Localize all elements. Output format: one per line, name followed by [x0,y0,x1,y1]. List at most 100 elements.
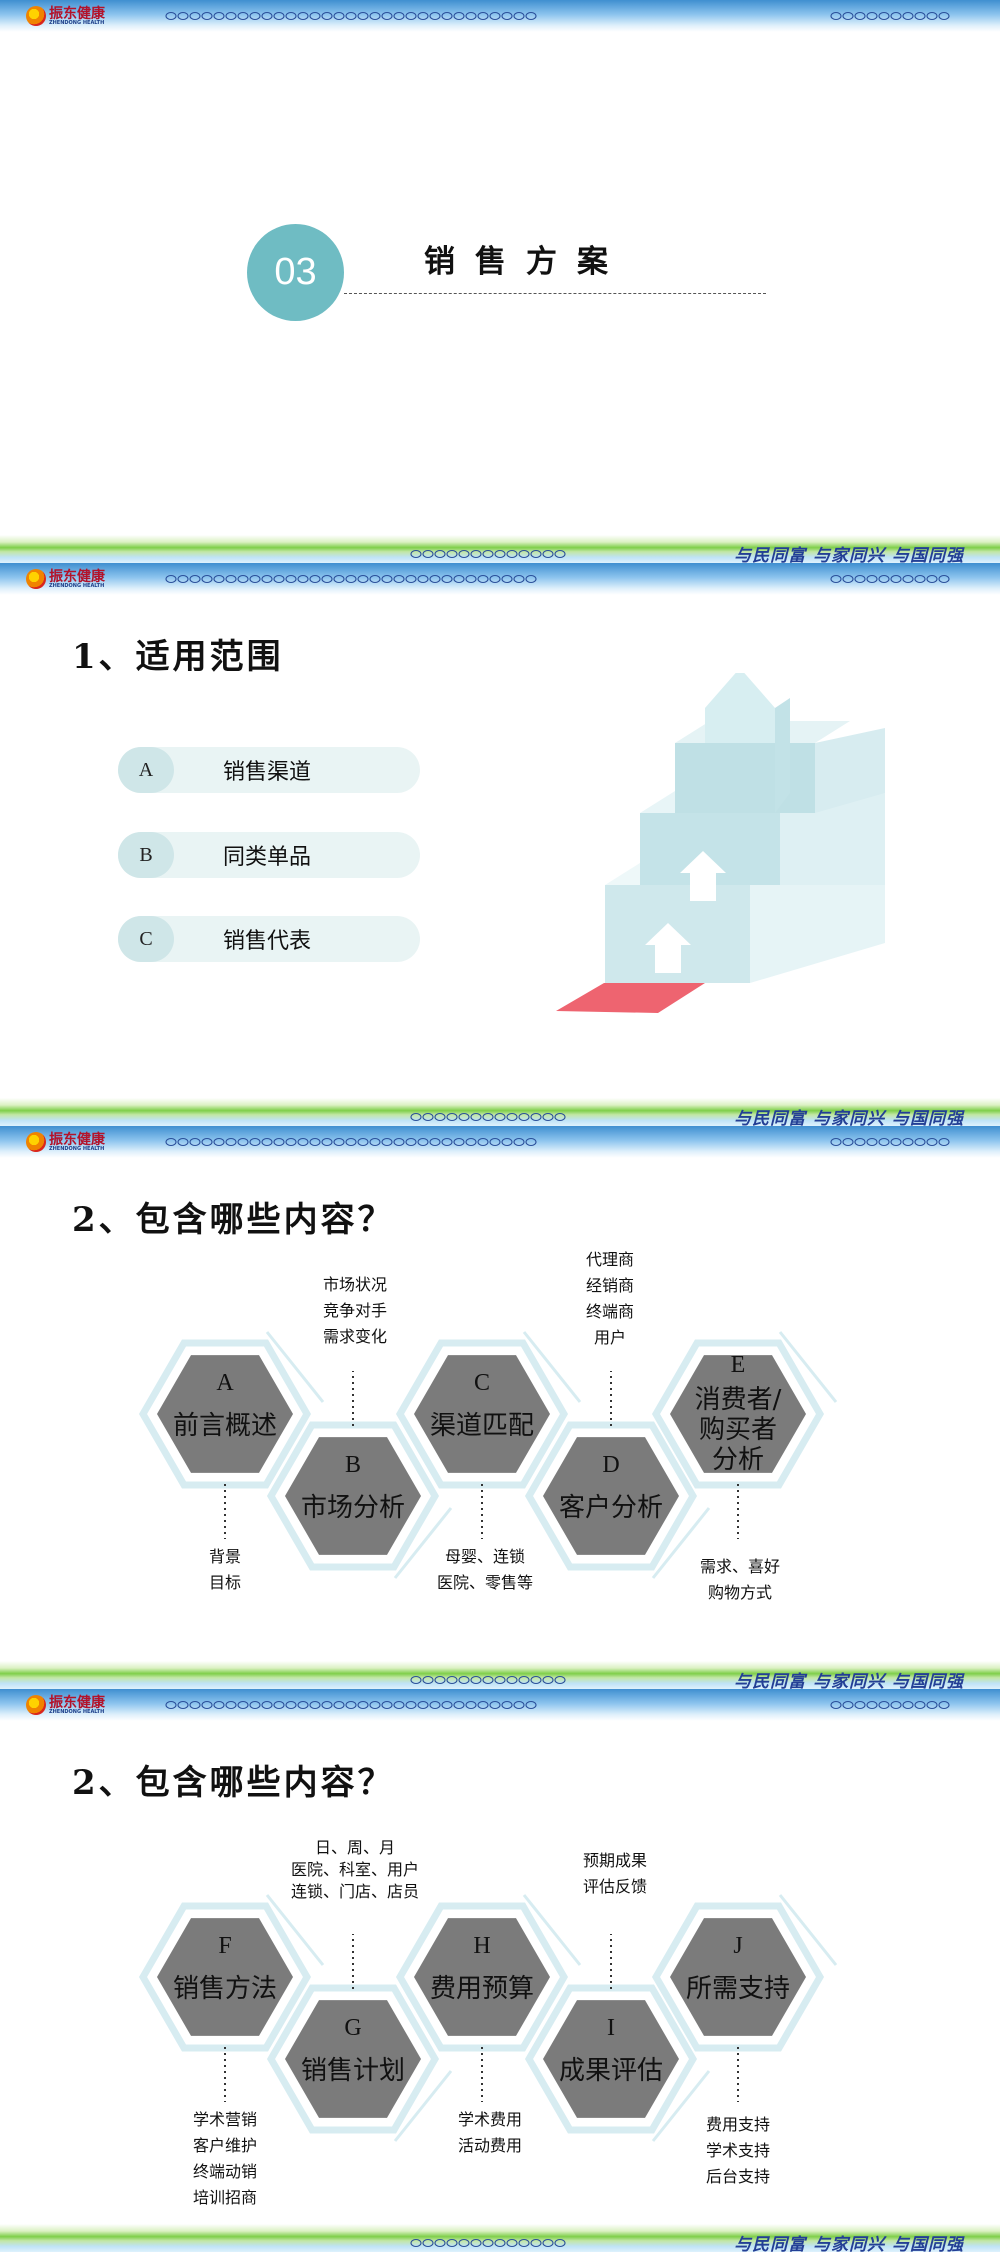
hex-label: 前言概述 [173,1411,277,1441]
note-line: 日、周、月 [314,1838,395,1857]
footer-band: 与民同富 与家同兴 与国同强 [0,1098,1000,1126]
note-line: 背景 [208,1547,241,1566]
note-line: 终端动销 [192,2162,257,2181]
scope-item: C 销售代表 [118,916,420,962]
chain-decoration-icon [830,11,950,21]
connector-line [651,2070,711,2142]
section-divider [344,293,766,294]
hex-letter: C [474,1370,490,1396]
hex-label: 所需支持 [686,1974,790,2004]
chain-decoration-icon [410,1112,566,1122]
note-line: 需求、喜好 [699,1557,780,1576]
scope-item-label: 同类单品 [222,845,311,870]
note-line: 目标 [208,1573,241,1592]
note-h: 学术费用活动费用 [435,2107,545,2159]
footer-band: 与民同富 与家同兴 与国同强 [0,1661,1000,1689]
connector-line [393,1507,453,1579]
hex-fill [543,2000,679,2118]
note-f: 学术营销客户维护终端动销培训招商 [170,2107,280,2211]
note-line: 医院、科室、用户 [290,1860,419,1879]
scope-item-label: 销售渠道 [222,760,311,785]
footer-slogan: 与民同富 与家同兴 与国同强 [734,1109,964,1126]
chain-decoration-icon [410,549,566,559]
chain-decoration-icon [410,2238,566,2248]
note-b: 市场状况竞争对手需求变化 [305,1272,405,1350]
chain-decoration-icon [165,1700,537,1710]
hex-letter: D [602,1452,619,1478]
slide-heading: 1、适用范围 [72,637,284,677]
hex-label: 分析 [712,1445,764,1475]
note-line: 学术营销 [192,2110,257,2129]
note-line: 购物方式 [707,1583,772,1602]
note-line: 预期成果 [582,1851,647,1870]
footer-band: 与民同富 与家同兴 与国同强 [0,2224,1000,2252]
note-i: 预期成果评估反馈 [565,1848,665,1900]
hex-label: 消费者/ [695,1385,782,1415]
note-line: 竞争对手 [322,1301,387,1320]
scope-item-label: 销售代表 [222,929,311,954]
hex-label: 客户分析 [559,1493,663,1523]
scope-item-badge: B [118,832,174,878]
note-line: 医院、零售等 [436,1573,533,1592]
footer-slogan: 与民同富 与家同兴 与国同强 [734,2235,964,2252]
hex-fill [670,1355,806,1473]
note-line: 终端商 [585,1302,634,1321]
hex-label: 销售计划 [301,2056,405,2086]
note-line: 代理商 [585,1250,634,1269]
hex-label: 渠道匹配 [430,1411,534,1441]
hex-node-c: C 渠道匹配 [395,1339,569,1539]
chain-decoration-icon [830,1137,950,1147]
scope-item: A 销售渠道 [118,747,420,793]
connector-line [778,1894,838,1966]
footer-band: 与民同富 与家同兴 与国同强 [0,535,1000,563]
footer-slogan: 与民同富 与家同兴 与国同强 [734,546,964,563]
connector-line [522,1331,582,1403]
note-line: 需求变化 [322,1327,387,1346]
hex-fill [285,2000,421,2118]
hex-node-i: I 成果评估 [524,1934,698,2134]
hex-fill [157,1918,293,2036]
connector-line [778,1331,838,1403]
hex-label: 成果评估 [559,2056,663,2086]
brand-name-cn: 振东健康 [49,1131,105,1148]
hex-letter: B [345,1452,361,1478]
hex-fill [543,1437,679,1555]
slide-heading: 2、包含哪些内容？ [72,1200,395,1240]
chain-decoration-icon [165,574,537,584]
brand-sun-icon [26,1132,46,1152]
hex-letter: I [607,2015,615,2041]
hex-fill [414,1355,550,1473]
note-line: 经销商 [585,1276,634,1295]
hex-label: 购买者 [699,1415,777,1445]
hex-label: 费用预算 [430,1974,534,2004]
connector-line [265,1894,325,1966]
connector-line [265,1331,325,1403]
note-line: 评估反馈 [582,1877,647,1896]
slide-heading: 2、包含哪些内容？ [72,1763,395,1803]
brand-name-en: ZHENDONG HEALTH [49,582,105,589]
connector-line [522,1894,582,1966]
note-line: 培训招商 [192,2188,257,2207]
note-line: 客户维护 [192,2136,257,2155]
note-line: 后台支持 [705,2167,770,2186]
note-line: 学术费用 [457,2110,522,2129]
note-d: 代理商经销商终端商用户 [565,1247,655,1351]
brand-name-en: ZHENDONG HEALTH [49,19,105,26]
hex-fill [414,1918,550,2036]
brand-name-en: ZHENDONG HEALTH [49,1145,105,1152]
brand-sun-icon [26,1695,46,1715]
